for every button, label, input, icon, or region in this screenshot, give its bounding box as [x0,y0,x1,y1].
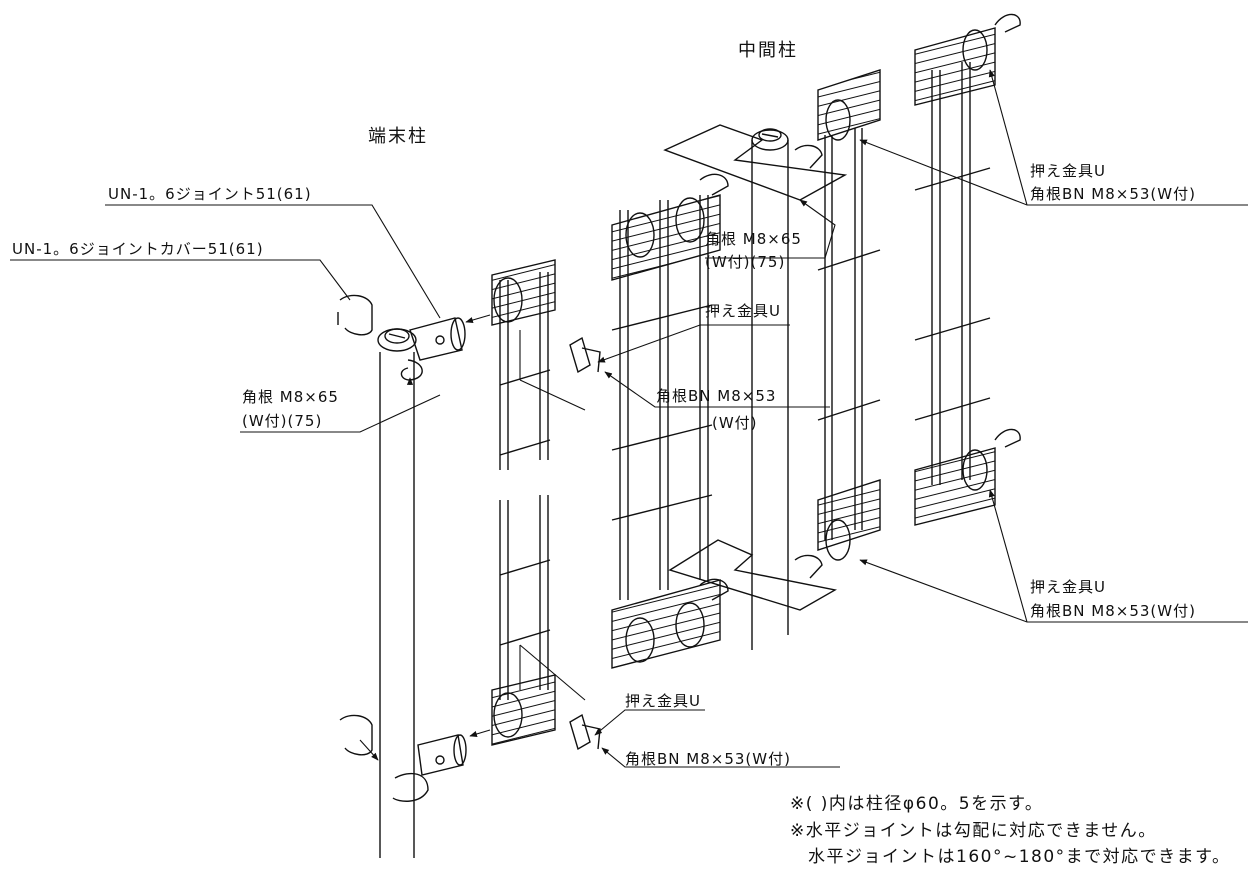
leader-lines [10,69,1248,768]
joint-cover-top-icon [337,294,373,336]
clamp-bottom-icon [569,713,601,751]
label-bolt-mid-2: (W付)(75) [705,253,786,271]
title-end-post: 端末柱 [368,126,428,147]
right-middle-panel [794,69,881,579]
label-bolt-center-1: 角根BN M8×53 [656,387,777,405]
title-middle-post: 中間柱 [738,40,798,61]
label-bolt-right-mid: 角根BN M8×53(W付) [1030,602,1196,620]
label-bolt-end-1: 角根 M8×65 [242,388,339,406]
note-line-2: ※水平ジョイントは勾配に対応できません。 [790,821,1157,841]
far-right-panel [914,13,1021,526]
note-line-3: 水平ジョイントは160°~180°まで対応できます。 [808,847,1231,867]
label-bolt-end-2: (W付)(75) [242,412,323,430]
end-post-bottom-joint [339,714,467,802]
label-clamp-center: 押え金具U [705,302,781,320]
label-bolt-center-2: (W付) [712,414,758,432]
left-panel [491,259,556,746]
middle-post [663,124,848,650]
end-post-top-joint [400,317,466,381]
label-joint-cover: UN-1。6ジョイントカバー51(61) [12,240,264,258]
label-clamp-bottom: 押え金具U [625,692,701,710]
label-bolt-right-top: 角根BN M8×53(W付) [1030,185,1196,203]
label-bolt-bottom: 角根BN M8×53(W付) [625,750,791,768]
label-joint: UN-1。6ジョイント51(61) [108,185,312,203]
note-line-1: ※( )内は柱径φ60。5を示す。 [790,794,1044,814]
label-clamp-right-top: 押え金具U [1030,162,1106,180]
clamp-center-icon [569,336,601,374]
label-bolt-mid-1: 角根 M8×65 [705,230,802,248]
label-clamp-right-mid: 押え金具U [1030,578,1106,596]
middle-panel [611,173,729,669]
